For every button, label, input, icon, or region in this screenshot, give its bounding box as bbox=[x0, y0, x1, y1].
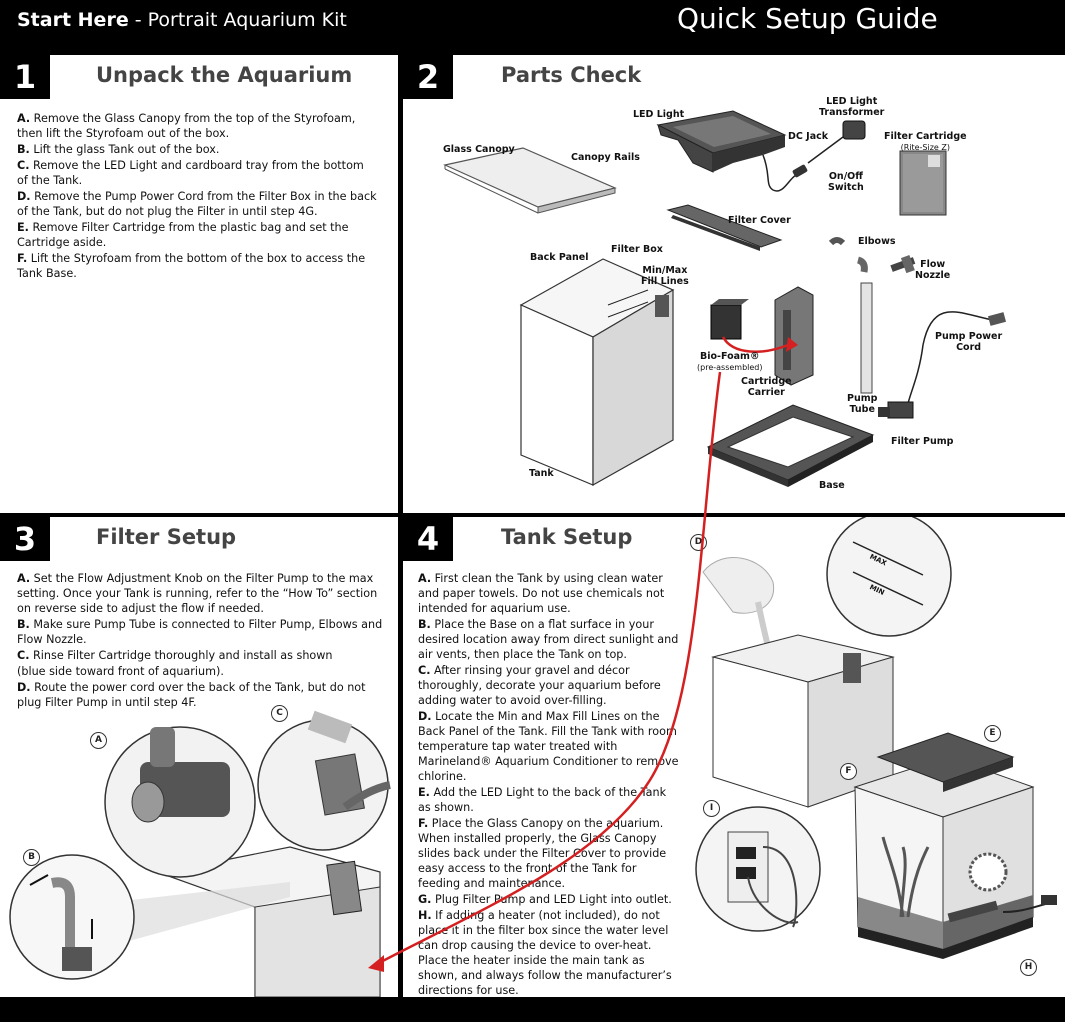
step-letter: B. bbox=[17, 143, 30, 156]
section-parts-check: 2 Parts Check bbox=[403, 55, 1065, 513]
cartridge-carrier-drawing bbox=[774, 286, 814, 386]
filter-illustration bbox=[9, 710, 391, 997]
callout-d: D bbox=[690, 534, 707, 551]
label-pump-tube: Pump Tube bbox=[847, 393, 878, 415]
step-text: (blue side toward front of aquarium). bbox=[17, 665, 224, 678]
insert-arrow bbox=[721, 336, 789, 353]
callout-c: C bbox=[271, 705, 288, 722]
filter-cover-drawing bbox=[666, 204, 783, 251]
pump-tube-drawing bbox=[860, 282, 873, 394]
step-item: B. Make sure Pump Tube is connected to F… bbox=[17, 617, 387, 647]
parts-illustration bbox=[443, 110, 1007, 487]
step-text: Route the power cord over the back of th… bbox=[17, 681, 366, 709]
step-text: Remove the Pump Power Cord from the Filt… bbox=[17, 190, 377, 218]
pump-cord-drawing bbox=[906, 311, 1007, 416]
label-on-off-switch: On/Off Switch bbox=[828, 171, 864, 193]
step-item: A. Remove the Glass Canopy from the top … bbox=[17, 111, 377, 141]
step-item: C. Remove the LED Light and cardboard tr… bbox=[17, 158, 377, 188]
tank-illustration bbox=[695, 517, 1057, 959]
section-title: Unpack the Aquarium bbox=[96, 63, 353, 87]
step-text: Remove the LED Light and cardboard tray … bbox=[17, 159, 364, 187]
section-filter-setup: 3 Filter Setup A. Set the Flow Adjustmen… bbox=[0, 517, 398, 997]
section-number: 1 bbox=[0, 55, 50, 99]
base-drawing bbox=[706, 404, 875, 487]
step-text: Lift the Styrofoam from the bottom of th… bbox=[17, 252, 366, 280]
led-light-drawing bbox=[656, 110, 787, 191]
step-letter: A. bbox=[17, 572, 31, 585]
label-back-panel: Back Panel bbox=[530, 252, 589, 263]
step-item: C. Rinse Filter Cartridge thoroughly and… bbox=[17, 648, 387, 663]
label-led-light: LED Light bbox=[633, 109, 685, 120]
flow-nozzle-drawing bbox=[890, 255, 916, 274]
callout-b: B bbox=[23, 849, 40, 866]
step-text: Remove Filter Cartridge from the plastic… bbox=[17, 221, 349, 249]
step-letter: D. bbox=[17, 681, 31, 694]
filter-pump-drawing bbox=[878, 401, 914, 419]
guide-title: Quick Setup Guide bbox=[677, 2, 938, 35]
section-unpack: 1 Unpack the Aquarium A. Remove the Glas… bbox=[0, 55, 398, 513]
label-base: Base bbox=[819, 480, 845, 491]
step-letter: F. bbox=[17, 252, 28, 265]
callout-e: E bbox=[984, 725, 1001, 742]
step-letter: D. bbox=[17, 190, 31, 203]
label-filter-box: Filter Box bbox=[611, 244, 663, 255]
step-item: (blue side toward front of aquarium). bbox=[17, 664, 387, 679]
header-bar: Start Here - Portrait Aquarium Kit Quick… bbox=[0, 0, 1065, 55]
callout-f: F bbox=[840, 763, 857, 780]
transformer-drawing bbox=[772, 120, 866, 192]
glass-canopy-drawing bbox=[443, 147, 617, 214]
step-item: E. Remove Filter Cartridge from the plas… bbox=[17, 220, 377, 250]
callout-h: H bbox=[1020, 959, 1037, 976]
callout-a: A bbox=[90, 732, 107, 749]
label-pump-power-cord: Pump Power Cord bbox=[935, 331, 1003, 353]
label-flow-nozzle: Flow Nozzle bbox=[915, 259, 951, 281]
step-letter: B. bbox=[17, 618, 30, 631]
tank-drawing bbox=[519, 258, 675, 487]
label-min-max: Min/Max Fill Lines bbox=[641, 265, 689, 287]
label-dc-jack: DC Jack bbox=[788, 131, 829, 142]
section-number: 3 bbox=[0, 517, 50, 561]
label-bio-foam: Bio-Foam® (pre-assembled) bbox=[697, 351, 763, 372]
label-filter-pump: Filter Pump bbox=[891, 436, 954, 447]
label-filter-cover: Filter Cover bbox=[728, 215, 791, 226]
label-elbows: Elbows bbox=[858, 236, 896, 247]
step-text: Remove the Glass Canopy from the top of … bbox=[17, 112, 356, 140]
step-letter: A. bbox=[17, 112, 31, 125]
filter-steps: A. Set the Flow Adjustment Knob on the F… bbox=[17, 571, 387, 711]
step-item: B. Lift the glass Tank out of the box. bbox=[17, 142, 377, 157]
filter-cartridge-drawing bbox=[899, 150, 947, 216]
bio-foam-drawing bbox=[710, 299, 749, 340]
section-title: Filter Setup bbox=[96, 525, 237, 549]
kit-title: Start Here - Portrait Aquarium Kit bbox=[17, 9, 347, 31]
step-letter: E. bbox=[17, 221, 29, 234]
label-filter-cartridge: Filter Cartridge (Rite-Size Z) bbox=[884, 131, 967, 152]
section-number: 2 bbox=[403, 55, 453, 99]
bottom-strip bbox=[0, 997, 1065, 1022]
step-text: Set the Flow Adjustment Knob on the Filt… bbox=[17, 572, 378, 615]
label-led-transformer: LED Light Transformer bbox=[819, 96, 885, 118]
step-item: F. Lift the Styrofoam from the bottom of… bbox=[17, 251, 377, 281]
label-tank: Tank bbox=[529, 468, 554, 479]
step-item: D. Remove the Pump Power Cord from the F… bbox=[17, 189, 377, 219]
label-glass-canopy: Glass Canopy bbox=[443, 144, 515, 155]
section-tank-setup: 4 Tank Setup A. First clean the Tank by … bbox=[403, 517, 1065, 997]
step-item: A. Set the Flow Adjustment Knob on the F… bbox=[17, 571, 387, 616]
label-cartridge-carrier: Cartridge Carrier bbox=[741, 376, 792, 398]
step-text: Make sure Pump Tube is connected to Filt… bbox=[17, 618, 383, 646]
label-canopy-rails: Canopy Rails bbox=[571, 152, 640, 163]
callout-i: I bbox=[703, 800, 720, 817]
step-letter: C. bbox=[17, 649, 30, 662]
step-letter: C. bbox=[17, 159, 30, 172]
step-text: Rinse Filter Cartridge thoroughly and in… bbox=[29, 649, 333, 662]
step-text: Lift the glass Tank out of the box. bbox=[29, 143, 220, 156]
step-item: D. Route the power cord over the back of… bbox=[17, 680, 387, 710]
section-title: Parts Check bbox=[501, 63, 642, 87]
elbows-drawing bbox=[828, 237, 868, 273]
unpack-steps: A. Remove the Glass Canopy from the top … bbox=[17, 111, 377, 282]
